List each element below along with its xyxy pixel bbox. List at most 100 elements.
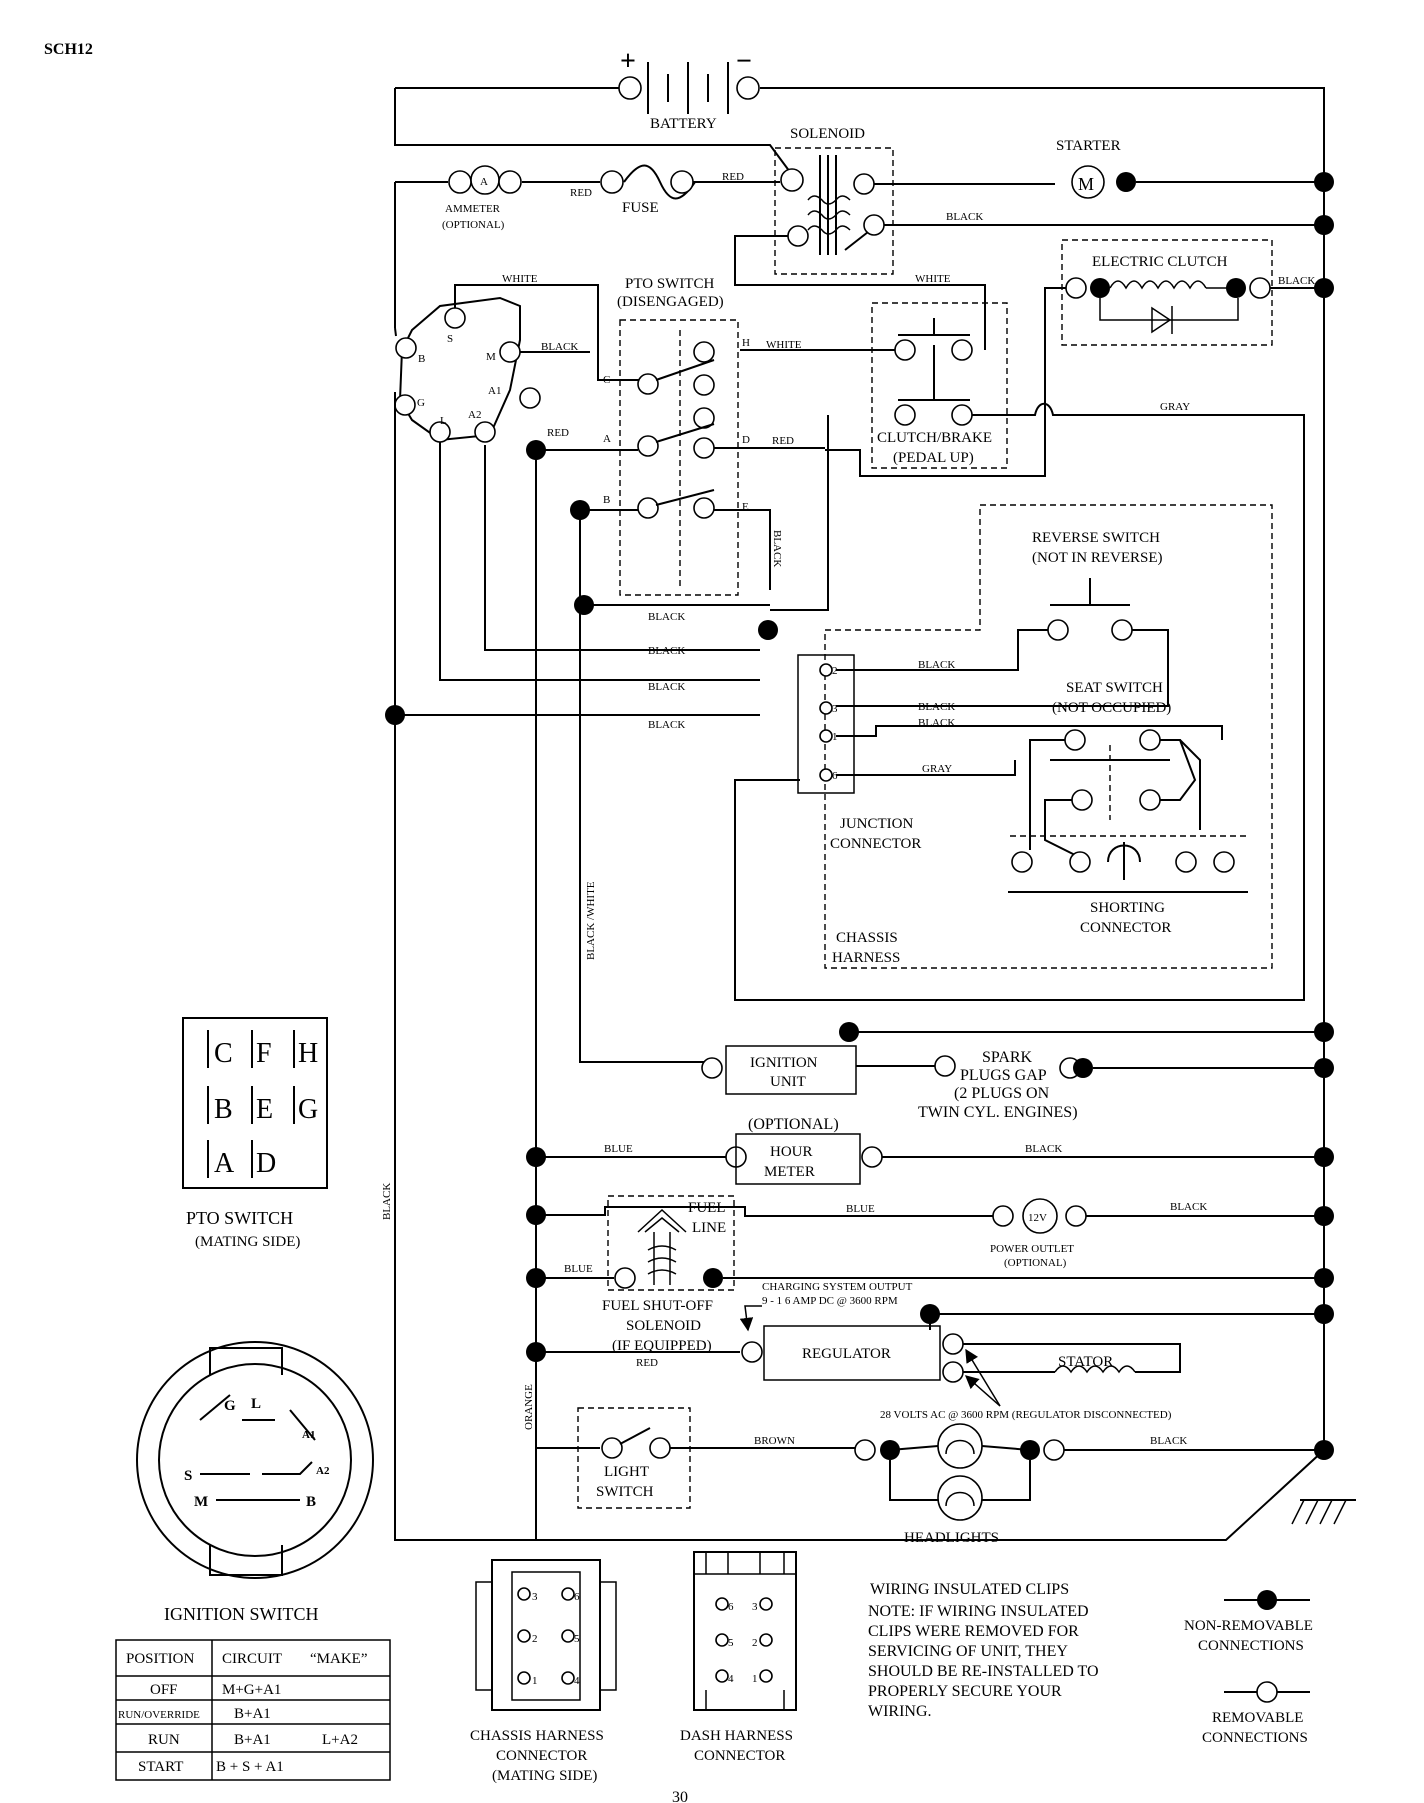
wire-black-e: BLACK: [771, 530, 783, 567]
pto-mating-f: F: [256, 1038, 272, 1069]
wire-black-h1: BLACK: [648, 611, 685, 623]
ign-face-l: L: [251, 1396, 261, 1412]
chassis-conn-pin-5: 5: [574, 1633, 580, 1645]
clutch-brake-switch: CLUTCH/BRAKE (PEDAL UP) WHITE GRAY: [734, 302, 1305, 1001]
chassis-conn-3: (MATING SIDE): [492, 1768, 597, 1784]
battery-minus: −: [736, 46, 752, 77]
electric-clutch-label: ELECTRIC CLUTCH: [1092, 254, 1228, 270]
note-title: WIRING INSULATED CLIPS: [870, 1581, 1069, 1598]
chassis-label-2: HARNESS: [832, 950, 900, 966]
spark-2: PLUGS GAP: [960, 1067, 1047, 1084]
chassis-label-1: CHASSIS: [836, 930, 898, 946]
ign-term-g: G: [417, 397, 425, 409]
ignition-unit-2: UNIT: [770, 1074, 806, 1090]
light-switch-2: SWITCH: [596, 1484, 654, 1500]
solenoid: SOLENOID M STARTER BLACK WHITE: [734, 126, 1334, 350]
outlet-label: POWER OUTLET: [990, 1243, 1074, 1255]
outlet-sub: (OPTIONAL): [1004, 1257, 1067, 1269]
fuel-sol-1: FUEL SHUT-OFF: [602, 1298, 713, 1314]
regulator-circuit: CHARGING SYSTEM OUTPUT 9 - 1 6 AMP DC @ …: [526, 1281, 1334, 1421]
fuel-solenoid-circuit: FUEL LINE BLUE FUEL SHUT-OFF SOLENOID (I…: [526, 1195, 1334, 1354]
table-row-override-circuit: B+A1: [234, 1706, 271, 1722]
legend-non-removable-dot: [1257, 1590, 1277, 1610]
chassis-conn-pin-2: 2: [532, 1633, 538, 1645]
chassis-conn-2: CONNECTOR: [496, 1748, 587, 1764]
wiring-note: WIRING INSULATED CLIPS NOTE: IF WIRING I…: [868, 1581, 1099, 1720]
pto-mating-a: A: [214, 1148, 235, 1179]
wire-brown: BROWN: [754, 1435, 795, 1447]
ign-face-b: B: [306, 1494, 316, 1510]
chassis-harness: 2 3 1 6 JUNCTION CONNECTOR CHASSIS HARNE…: [797, 504, 1273, 969]
shorting-label-2: CONNECTOR: [1080, 920, 1171, 936]
wire-black-m: BLACK: [541, 341, 578, 353]
shorting-label-1: SHORTING: [1090, 900, 1165, 916]
fuel-line-1: FUEL: [688, 1200, 726, 1216]
dash-conn-pin-4: 4: [728, 1673, 734, 1685]
clutch-brake-label: CLUTCH/BRAKE: [877, 430, 992, 446]
dash-conn-pin-5: 5: [728, 1637, 734, 1649]
hour-meter-circuit: BLUE (OPTIONAL) HOUR METER BLACK: [526, 1116, 1334, 1185]
ign-term-a2: A2: [468, 409, 481, 421]
note-line-5: PROPERLY SECURE YOUR: [868, 1683, 1062, 1700]
page-number: 30: [672, 1789, 688, 1803]
clutch-brake-sub: (PEDAL UP): [893, 450, 974, 466]
dash-conn-pin-1: 1: [752, 1673, 758, 1685]
pto-mating-h: H: [298, 1038, 318, 1069]
wire-gray-j6: GRAY: [922, 763, 952, 775]
ammeter-fuse-circuit: A AMMETER (OPTIONAL) FUSE RED RED: [395, 164, 804, 231]
ignition-unit-1: IGNITION: [750, 1055, 818, 1071]
dash-conn-2: CONNECTOR: [694, 1748, 785, 1764]
pto-pin-b: B: [603, 494, 610, 506]
ignition-switch-face: G L A1 S A2 M B IGNITION SWITCH: [136, 1341, 374, 1624]
dash-conn-pin-2: 2: [752, 1637, 758, 1649]
table-header-circuit: CIRCUIT: [222, 1651, 282, 1667]
wire-blue-fuel: BLUE: [564, 1263, 593, 1275]
spark-3: (2 PLUGS ON: [954, 1085, 1050, 1102]
pto-mating-b: B: [214, 1094, 233, 1125]
note-line-3: SERVICING OF UNIT, THEY: [868, 1643, 1068, 1660]
wire-white-h: WHITE: [766, 339, 802, 351]
wire-black-outlet: BLACK: [1170, 1201, 1207, 1213]
pto-pin-c: C: [603, 374, 610, 386]
power-outlet-circuit: BLUE 12V BLACK POWER OUTLET (OPTIONAL): [526, 1198, 1334, 1269]
note-line-4: SHOULD BE RE-INSTALLED TO: [868, 1663, 1099, 1680]
wire-black-j2: BLACK: [918, 659, 955, 671]
junction-pin-6: 6: [832, 770, 838, 782]
wire-black-j3: BLACK: [918, 701, 955, 713]
spark-1: SPARK: [982, 1049, 1033, 1066]
outlet-symbol: 12V: [1028, 1212, 1047, 1224]
dash-connector-drawing: 6 3 5 2 4 1 DASH HARNESS CONNECTOR: [680, 1551, 797, 1764]
dash-conn-pin-6: 6: [728, 1601, 734, 1613]
wire-red-reg: RED: [636, 1357, 658, 1369]
ammeter-label: AMMETER: [445, 203, 501, 215]
battery-label: BATTERY: [650, 116, 717, 132]
ign-term-l: L: [440, 415, 447, 427]
pto-pin-a: A: [603, 433, 611, 445]
ammeter-symbol: A: [480, 176, 488, 188]
wire-red-d: RED: [772, 435, 794, 447]
wire-black-starter: BLACK: [946, 211, 983, 223]
hour-1: HOUR: [770, 1144, 813, 1160]
frame-wires: [394, 87, 1325, 1541]
table-row-run-make: L+A2: [322, 1732, 358, 1748]
pto-pin-e: E: [742, 501, 749, 513]
legend-removable-1: REMOVABLE: [1212, 1710, 1303, 1726]
seat-label: SEAT SWITCH: [1066, 680, 1163, 696]
spark-4: TWIN CYL. ENGINES): [918, 1104, 1078, 1121]
chassis-connector-drawing: 3 6 2 5 1 4 CHASSIS HARNESS CONNECTOR (M…: [470, 1559, 617, 1784]
fuel-sol-3: (IF EQUIPPED): [612, 1338, 712, 1354]
ignition-table: POSITION CIRCUIT “MAKE” OFF M+G+A1 RUN/O…: [115, 1639, 391, 1781]
battery-plus: +: [620, 46, 636, 77]
ign-face-a1: A1: [302, 1429, 315, 1441]
ammeter-optional: (OPTIONAL): [442, 219, 505, 231]
legend-removable-2: CONNECTIONS: [1202, 1730, 1308, 1746]
ign-term-s: S: [447, 333, 453, 345]
pto-mating-d: D: [256, 1148, 276, 1179]
starter-symbol: M: [1078, 174, 1094, 194]
pto-mating-e: E: [256, 1094, 273, 1125]
stator-label: STATOR: [1058, 1354, 1113, 1370]
ign-face-m: M: [194, 1494, 208, 1510]
lighting-circuit: ORANGE LIGHT SWITCH BROWN BLACK HEADLIGH…: [523, 1352, 1356, 1546]
wire-red-2: RED: [722, 171, 744, 183]
legend-non-removable-2: CONNECTIONS: [1198, 1638, 1304, 1654]
